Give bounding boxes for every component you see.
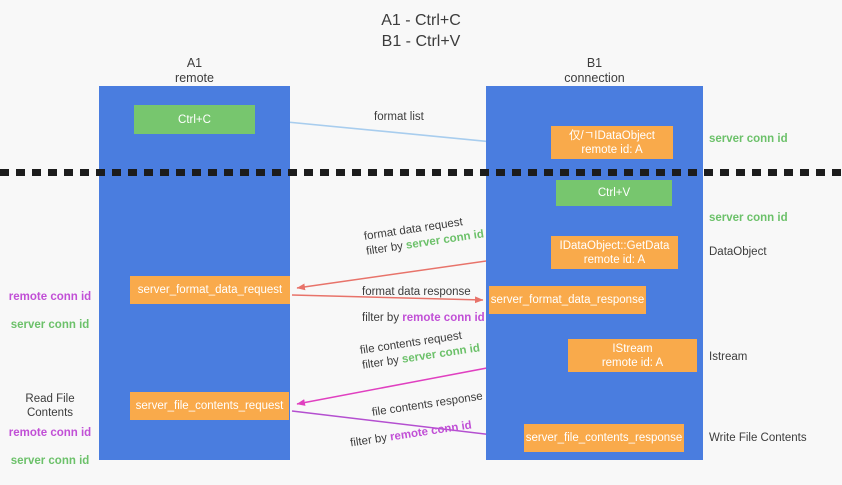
node-server-file-contents-response[interactable]: server_file_contents_response <box>524 424 684 452</box>
note-remote-conn-id-1: remote conn id <box>8 291 92 303</box>
flow-format-data-response-filter-value: remote conn id <box>402 312 485 324</box>
diagram-title: A1 - Ctrl+C B1 - Ctrl+V <box>381 12 461 50</box>
node-ctrl-v[interactable]: Ctrl+V <box>556 180 672 206</box>
node-server-file-contents-request[interactable]: server_file_contents_request <box>130 392 289 420</box>
note-server-conn-id-2: server conn id <box>10 455 90 467</box>
node-ctrl-c[interactable]: Ctrl+C <box>134 105 255 134</box>
note-server-conn-id-1: server conn id <box>10 319 90 331</box>
lane-header-b1: B1 connection <box>564 56 625 85</box>
arrow-file-contents-response <box>291 410 519 441</box>
note-left-conn-ids-file: remote conn id server conn id <box>2 412 98 468</box>
note-left-conn-ids-format: remote conn id server conn id <box>2 276 98 332</box>
dashed-divider <box>0 169 842 176</box>
note-dataobject: DataObject <box>709 246 767 258</box>
note-server-conn-id-middle: server conn id <box>709 212 788 224</box>
node-istream[interactable]: IStream remote id: A <box>568 339 697 372</box>
flow-format-data-response-text: format data response <box>362 286 471 298</box>
flow-label-format-list: format list <box>374 111 424 123</box>
node-server-format-data-request[interactable]: server_format_data_request <box>130 276 290 304</box>
note-read-file-contents: Read File Contents <box>25 393 75 419</box>
node-server-format-data-response[interactable]: server_format_data_response <box>489 286 646 314</box>
note-istream: Istream <box>709 351 748 363</box>
note-write-file-contents: Write File Contents <box>709 432 807 444</box>
note-server-conn-id-top: server conn id <box>709 133 788 145</box>
node-idataobject[interactable]: 仅/ㄱIDataObject remote id: A <box>551 126 673 159</box>
node-idataobject-getdata[interactable]: IDataObject::GetData remote id: A <box>551 236 678 269</box>
note-remote-conn-id-2: remote conn id <box>8 427 92 439</box>
arrow-format-data-response <box>291 294 484 304</box>
lane-header-a1: A1 remote <box>175 56 214 85</box>
flow-format-data-response-filter-prefix: filter by <box>362 312 403 324</box>
flow-label-format-data-response: format data response filter by remote co… <box>362 285 485 326</box>
